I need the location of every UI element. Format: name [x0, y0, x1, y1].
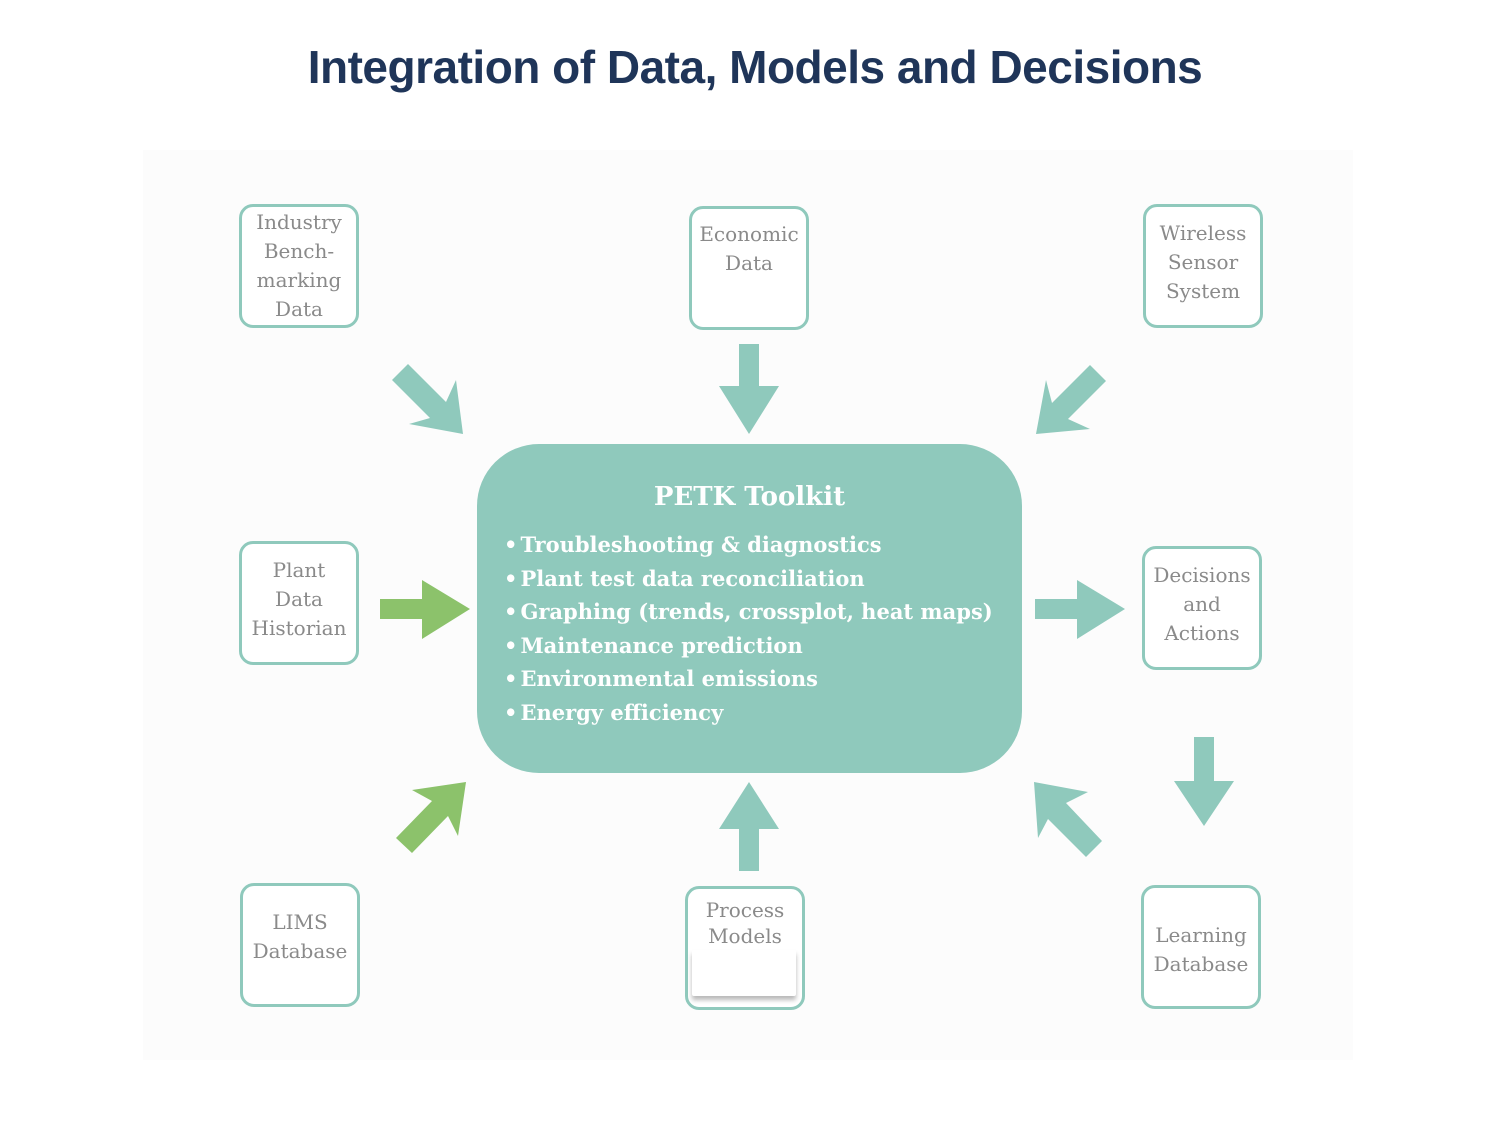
- node-label: Economic Data: [699, 222, 799, 275]
- arrow-industry-to-toolkit: [392, 364, 463, 434]
- arrow-process-to-toolkit: [719, 782, 779, 871]
- node-label: Industry Bench- marking Data: [256, 210, 342, 321]
- process-models-inset-box: [692, 950, 796, 996]
- node-label: Process Models: [705, 898, 785, 948]
- arrow-learning-to-toolkit: [1034, 782, 1102, 857]
- node-decisions-and-actions: Decisions and Actions: [1142, 546, 1262, 670]
- node-industry-benchmarking-data: Industry Bench- marking Data: [239, 204, 359, 328]
- node-wireless-sensor-system: Wireless Sensor System: [1143, 204, 1263, 328]
- node-economic-data: Economic Data: [689, 206, 809, 330]
- arrow-wireless-to-toolkit: [1036, 365, 1106, 434]
- node-label: Plant Data Historian: [251, 557, 347, 640]
- toolkit-feature-item: Environmental emissions: [504, 662, 993, 696]
- arrow-plant-to-toolkit: [380, 580, 470, 639]
- page-title: Integration of Data, Models and Decision…: [307, 41, 1203, 93]
- arrow-toolkit-to-decisions: [1035, 580, 1125, 639]
- node-label: LIMS Database: [252, 910, 348, 963]
- toolkit-feature-item: Energy efficiency: [504, 696, 993, 730]
- node-label: Wireless Sensor System: [1159, 220, 1247, 303]
- node-label: Decisions and Actions: [1153, 562, 1251, 645]
- arrow-economic-to-toolkit: [719, 344, 779, 434]
- petk-toolkit-box: PETK Toolkit Troubleshooting & diagnosti…: [477, 444, 1022, 773]
- toolkit-feature-item: Graphing (trends, crossplot, heat maps): [504, 595, 992, 629]
- node-label: Learning Database: [1153, 923, 1249, 976]
- toolkit-feature-item: Troubleshooting & diagnostics: [504, 528, 993, 562]
- node-lims-database: LIMS Database: [240, 883, 360, 1007]
- arrow-lims-to-toolkit: [396, 782, 466, 853]
- node-learning-database: Learning Database: [1141, 885, 1261, 1009]
- node-plant-data-historian: Plant Data Historian: [239, 541, 359, 665]
- toolkit-title: PETK Toolkit: [653, 482, 846, 512]
- arrow-decisions-to-learning: [1174, 737, 1234, 826]
- toolkit-feature-list: Troubleshooting & diagnostics Plant test…: [504, 528, 993, 730]
- toolkit-feature-item: Plant test data reconciliation: [504, 562, 993, 596]
- toolkit-feature-item: Maintenance prediction: [504, 629, 993, 663]
